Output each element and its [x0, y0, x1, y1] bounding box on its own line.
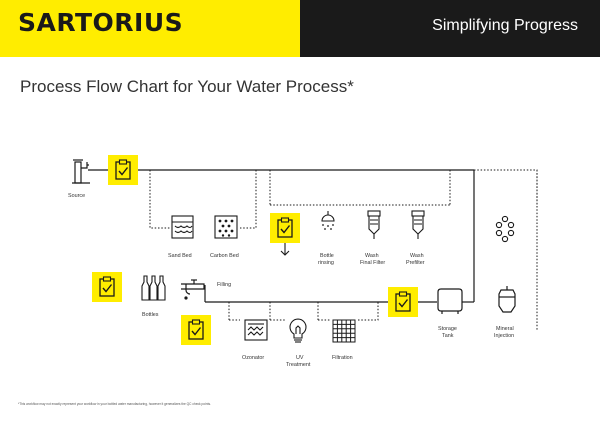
header-dark-band: Simplifying Progress [300, 0, 600, 57]
sand-bed-label: Sand Bed [168, 253, 192, 259]
flow-lines [88, 169, 475, 303]
mineral-tank-icon [498, 286, 516, 313]
mineral-molecule-icon [495, 215, 515, 243]
source-tap-icon [72, 159, 90, 184]
sartorius-logo: SARTORIUS [18, 8, 184, 37]
filter-cartridge-icon [367, 210, 381, 239]
qc-checkpoint-bottles [91, 271, 123, 303]
qc-checkpoint-filling [180, 314, 212, 346]
header-brand-band: SARTORIUS [0, 0, 300, 57]
wash-final-filter-label-1: Wash [365, 253, 379, 259]
arrow-down-icon [280, 243, 290, 256]
ozonator-label: Ozonator [242, 355, 264, 361]
source-label: Source [68, 193, 85, 199]
storage-tank-icon [437, 288, 463, 314]
tagline: Simplifying Progress [432, 17, 578, 34]
uv-treatment-label-1: UV [296, 355, 304, 361]
filter-cartridge-icon [411, 210, 425, 239]
wash-prefilter-label-1: Wash [410, 253, 424, 259]
optional-branch-lines [149, 169, 538, 330]
storage-tank-label-1: Storage [438, 326, 457, 332]
bottle-rinsing-label-1: Bottle [320, 253, 334, 259]
filtration-label: Filtration [332, 355, 353, 361]
ozonator-icon [244, 319, 268, 341]
carbon-bed-icon [214, 215, 238, 239]
carbon-bed-label: Carbon Bed [210, 253, 239, 259]
filtration-grid-icon [332, 319, 356, 343]
faucet-icon [181, 279, 205, 300]
bottles-icon [141, 275, 166, 301]
uv-treatment-label-2: Treatment [286, 362, 311, 368]
bottles-label: Bottles [142, 312, 159, 318]
sand-bed-icon [171, 215, 194, 239]
mineral-injection-label-1: Mineral [496, 326, 514, 332]
shower-icon [321, 211, 335, 230]
wash-prefilter-label-2: Prefilter [406, 260, 425, 266]
page-title: Process Flow Chart for Your Water Proces… [20, 77, 354, 96]
bottle-rinsing-label-2: rinsing [318, 260, 334, 266]
uv-bulb-icon [289, 318, 307, 343]
footnote: *This workflow may not exactly represent… [18, 402, 211, 406]
wash-final-filter-label-2: Final Filter [360, 260, 385, 266]
storage-tank-label-2: Tank [442, 333, 454, 339]
filling-label: Filling [217, 282, 231, 288]
mineral-injection-label-2: Injection [494, 333, 514, 339]
qc-checkpoint-rinsing [269, 212, 301, 244]
qc-checkpoint-source [107, 154, 139, 186]
qc-checkpoint-storage [387, 286, 419, 318]
